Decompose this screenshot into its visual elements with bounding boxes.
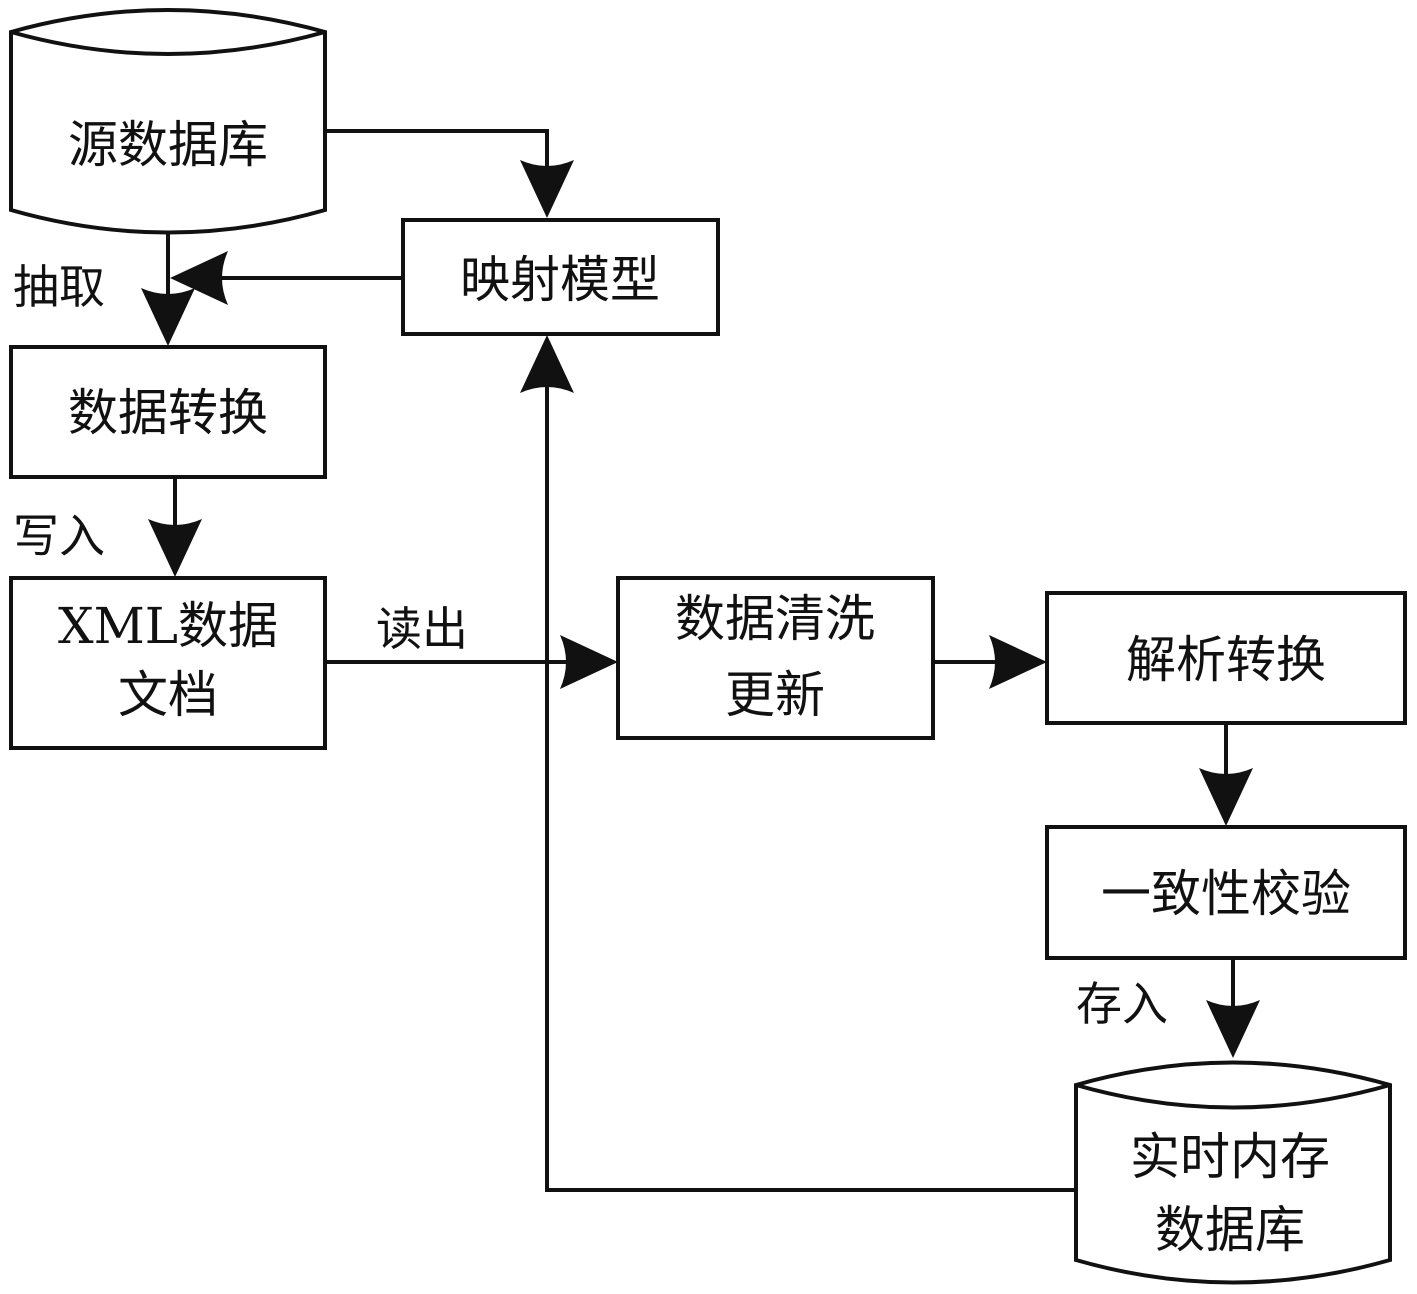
node-mapping-model[interactable]: 映射模型 bbox=[401, 218, 720, 336]
edge-label-read: 读出 bbox=[376, 602, 468, 656]
node-label: 一致性校验 bbox=[1101, 865, 1351, 923]
edge-source-db-to-mapping-model bbox=[327, 129, 549, 200]
node-label-line-2: 文档 bbox=[118, 666, 218, 724]
process-box bbox=[1045, 591, 1407, 725]
node-label: 映射模型 bbox=[460, 251, 660, 309]
node-data-conversion[interactable]: 数据转换 bbox=[9, 345, 327, 479]
node-label-line-1: 实时内存 bbox=[1130, 1128, 1330, 1186]
process-box bbox=[1045, 825, 1407, 960]
arrowhead-up-mapping-model bbox=[520, 335, 574, 393]
process-box bbox=[401, 218, 720, 336]
process-box bbox=[9, 576, 327, 750]
database-shape bbox=[1074, 1060, 1392, 1285]
database-shape bbox=[9, 8, 327, 235]
arrowhead-down-data-conversion bbox=[141, 288, 195, 346]
node-label: 数据转换 bbox=[68, 384, 268, 442]
node-source-db[interactable]: 源数据库 bbox=[9, 8, 327, 235]
arrowhead-right-data-cleaning bbox=[560, 635, 618, 689]
node-label-line-2: 更新 bbox=[725, 666, 825, 724]
node-xml-document[interactable]: XML数据 文档 bbox=[9, 576, 327, 750]
arrowhead-right-parse bbox=[989, 635, 1047, 689]
connectors bbox=[141, 129, 1260, 1192]
arrowhead-down-mapping-model bbox=[520, 160, 574, 218]
node-label: 源数据库 bbox=[68, 116, 268, 174]
arrowhead-left-extract bbox=[170, 251, 228, 305]
process-box bbox=[9, 345, 327, 479]
edge-labels: 抽取 写入 读出 存入 bbox=[13, 260, 1168, 1031]
edge-realtime-db-to-mapping-model bbox=[545, 352, 1076, 1192]
database-top-rim bbox=[10, 30, 326, 56]
arrowhead-down-xml bbox=[148, 519, 202, 577]
node-label-line-1: 数据清洗 bbox=[675, 590, 875, 648]
database-top-rim bbox=[1075, 1083, 1391, 1110]
process-box bbox=[616, 576, 935, 740]
arrowhead-down-consistency bbox=[1199, 768, 1253, 826]
edge-label-write: 写入 bbox=[13, 509, 105, 563]
edge-label-extract: 抽取 bbox=[13, 260, 105, 314]
node-realtime-db[interactable]: 实时内存 数据库 bbox=[1074, 1060, 1392, 1285]
node-label-line-2: 数据库 bbox=[1155, 1201, 1305, 1259]
node-consistency-check[interactable]: 一致性校验 bbox=[1045, 825, 1407, 960]
node-label-line-1: XML数据 bbox=[58, 597, 278, 655]
node-data-cleaning[interactable]: 数据清洗 更新 bbox=[616, 576, 935, 740]
edge-label-store: 存入 bbox=[1076, 977, 1168, 1031]
node-label: 解析转换 bbox=[1126, 631, 1326, 689]
node-parse-convert[interactable]: 解析转换 bbox=[1045, 591, 1407, 725]
arrowhead-down-realtime-db bbox=[1206, 1000, 1260, 1058]
